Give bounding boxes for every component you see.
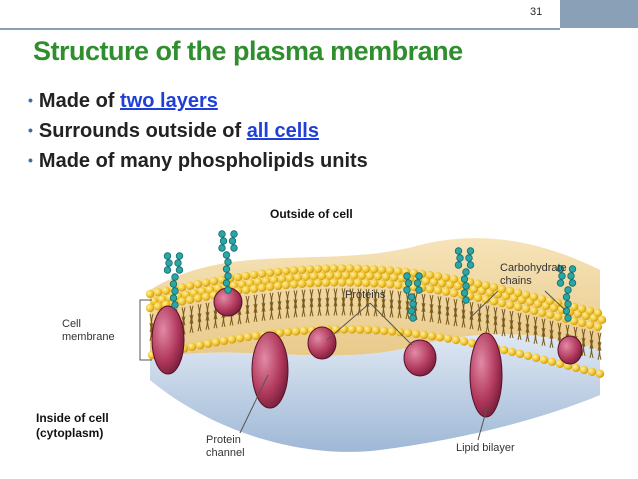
link-two-layers[interactable]: two layers	[120, 90, 218, 112]
bullet-item: •Surrounds outside of all cells	[28, 120, 319, 142]
protein-channel-label-line1: Protein	[206, 434, 241, 446]
bullet-dot-icon: •	[28, 92, 33, 108]
cell-membrane-label-line2: membrane	[62, 331, 115, 343]
proteins-label: Proteins	[345, 289, 386, 301]
inside-of-cell-label-line2: (cytoplasm)	[36, 426, 104, 440]
membrane-proteins	[151, 287, 583, 418]
cell-membrane-label-line1: Cell	[62, 318, 81, 330]
link-all-cells[interactable]: all cells	[246, 120, 319, 142]
slide-number: 31	[530, 6, 543, 18]
protein-channel-label-line2: channel	[206, 447, 245, 459]
inside-of-cell-label-line1: Inside of cell	[36, 411, 109, 425]
carbohydrate-chains	[163, 230, 577, 322]
bullet-item: •Made of two layers	[28, 90, 218, 112]
carbohydrate-label-line1: Carbohydrate	[500, 262, 567, 274]
carbohydrate-label-line2: chains	[500, 275, 532, 287]
slide-header-bar	[0, 0, 638, 28]
header-accent-block	[560, 0, 638, 28]
header-divider	[0, 28, 560, 30]
outside-of-cell-label: Outside of cell	[270, 207, 353, 221]
bullet-dot-icon: •	[28, 152, 33, 168]
label-leader-lines	[139, 290, 566, 441]
bullet-list: •Made of two layers •Surrounds outside o…	[28, 86, 368, 176]
bullet-item: •Made of many phospholipids units	[28, 150, 368, 172]
bullet-dot-icon: •	[28, 122, 33, 138]
lipid-bilayer-label: Lipid bilayer	[456, 442, 515, 454]
slide-title: Structure of the plasma membrane	[33, 36, 463, 66]
